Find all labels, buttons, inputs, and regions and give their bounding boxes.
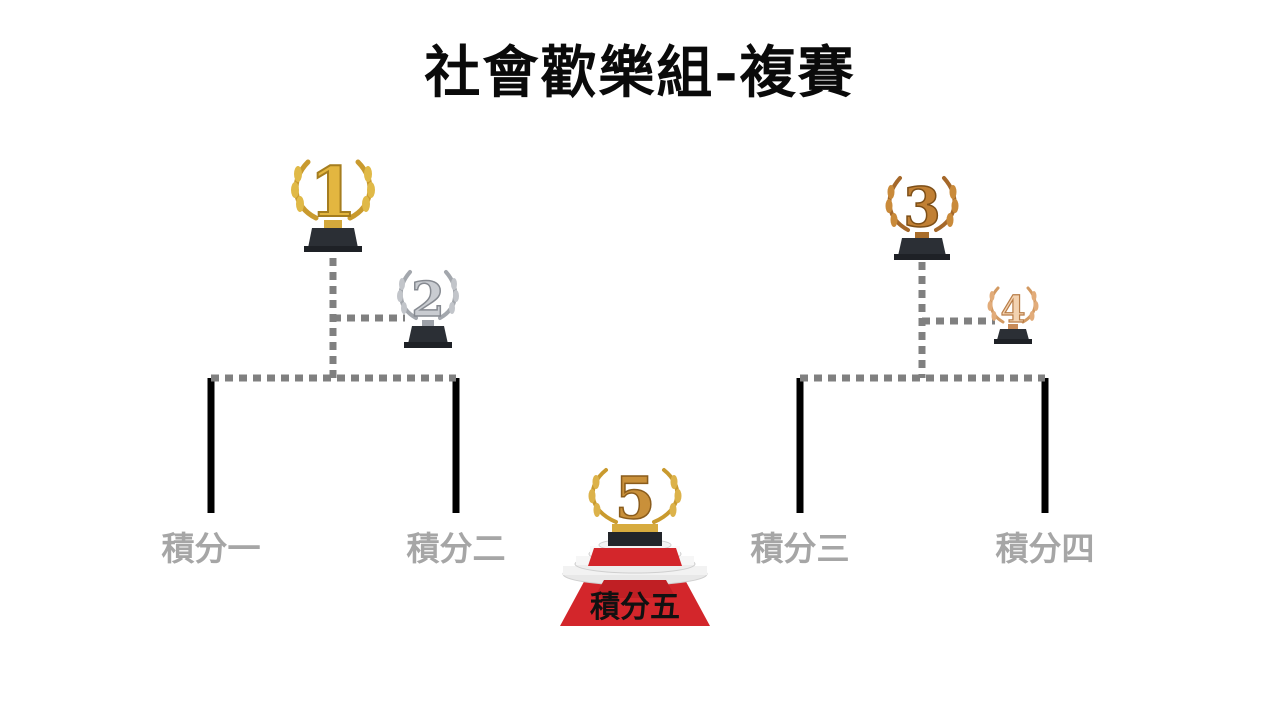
score-label-1: 積分一 <box>161 529 261 568</box>
score-label-3: 積分三 <box>750 529 850 568</box>
trophy-icon: 4 <box>987 286 1039 344</box>
trophy-4-rank: 4 <box>1000 289 1025 331</box>
score-label-5: 積分五 <box>590 590 680 625</box>
trophy-icon: 3 <box>885 174 959 260</box>
page-title: 社會歡樂組-複賽 <box>424 40 856 106</box>
trophy-5-rank: 5 <box>615 464 655 532</box>
trophy-3-rank: 3 <box>903 175 941 239</box>
trophy-icon: 2 <box>397 270 459 348</box>
score-label-4: 積分四 <box>995 529 1095 568</box>
trophy-icon: 5 <box>588 463 682 546</box>
trophy-2-rank: 2 <box>411 272 444 328</box>
trophy-1-rank: 1 <box>309 153 356 233</box>
score-label-2: 積分二 <box>406 529 506 568</box>
trophy-icon: 1 <box>291 152 375 252</box>
